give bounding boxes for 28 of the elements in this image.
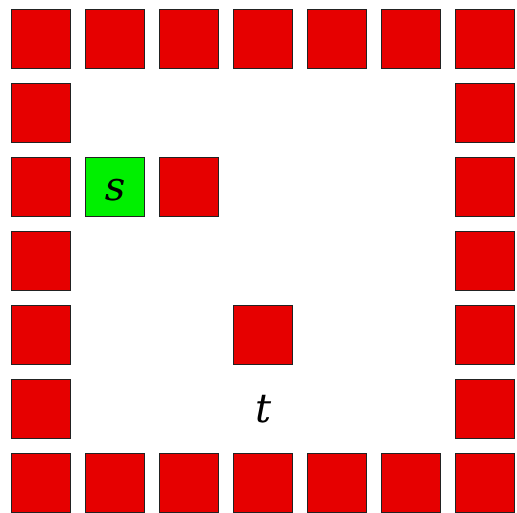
wall-block (11, 379, 71, 439)
wall-block (307, 453, 367, 513)
wall-block (85, 9, 145, 69)
wall-block (11, 305, 71, 365)
wall-block (381, 453, 441, 513)
wall-block (11, 231, 71, 291)
wall-block (233, 453, 293, 513)
wall-block (11, 83, 71, 143)
wall-block (455, 231, 515, 291)
wall-block (85, 453, 145, 513)
wall-block (455, 305, 515, 365)
wall-block (233, 9, 293, 69)
wall-block (159, 453, 219, 513)
wall-block (159, 9, 219, 69)
wall-block (159, 157, 219, 217)
wall-block (455, 379, 515, 439)
wall-block (455, 157, 515, 217)
target-label: t (255, 389, 272, 429)
wall-block (11, 157, 71, 217)
wall-block (455, 453, 515, 513)
start-tile: s (85, 157, 145, 217)
wall-block (381, 9, 441, 69)
wall-block (455, 83, 515, 143)
wall-block (11, 453, 71, 513)
wall-block (307, 9, 367, 69)
wall-block (455, 9, 515, 69)
wall-block (11, 9, 71, 69)
wall-block (233, 305, 293, 365)
